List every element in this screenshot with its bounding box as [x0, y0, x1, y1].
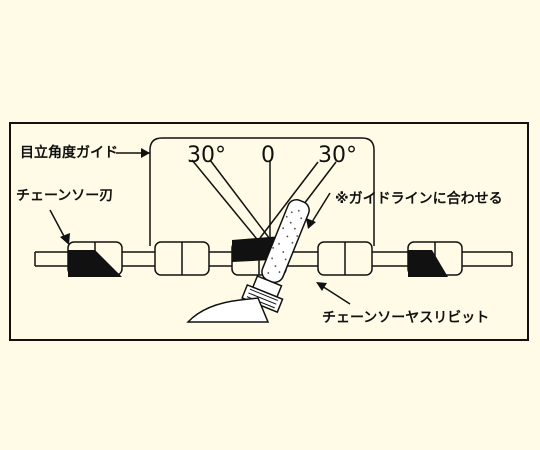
angle-left-label: 30°: [187, 143, 226, 168]
angle-center-label: 0: [261, 143, 275, 168]
file-bit-texture: [267, 209, 303, 274]
file-bit-label: チェーンソーヤスリビット: [322, 310, 490, 326]
cutter-tooth-left: [68, 250, 122, 277]
rotary-tool-handle: [186, 297, 270, 323]
blade-pointer-line: [49, 209, 67, 241]
angle-right-label: 30°: [318, 143, 357, 168]
file-pointer-arrow: [316, 282, 327, 291]
guide-pointer-arrow: [141, 148, 150, 158]
file-bit: [241, 199, 310, 314]
angle-line-right-a: [259, 161, 319, 239]
guideline-note-label: ※ガイドラインに合わせる: [335, 191, 503, 207]
blade-label: チェーンソー刃: [16, 188, 114, 204]
file-pointer-line: [321, 285, 351, 305]
blade-pointer-arrow: [60, 233, 70, 245]
note-pointer-line: [311, 192, 331, 223]
outer-frame: [9, 122, 529, 341]
angle-guide-box: [149, 137, 375, 246]
guide-label: 目立角度ガイド: [20, 145, 118, 161]
note-pointer-arrow: [306, 218, 316, 229]
cutter-tooth-right: [408, 250, 448, 277]
